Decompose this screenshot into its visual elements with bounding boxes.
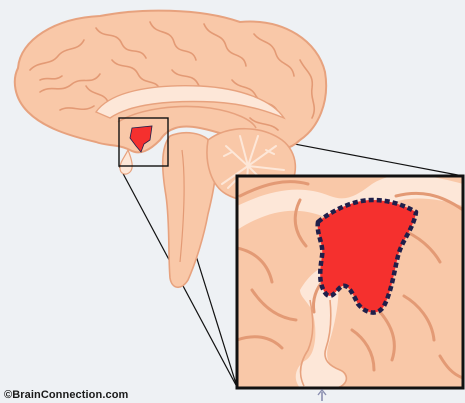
cerebrum <box>15 11 326 153</box>
copyright-credit: ©BrainConnection.com <box>4 389 128 401</box>
zoom-inset <box>237 175 463 388</box>
